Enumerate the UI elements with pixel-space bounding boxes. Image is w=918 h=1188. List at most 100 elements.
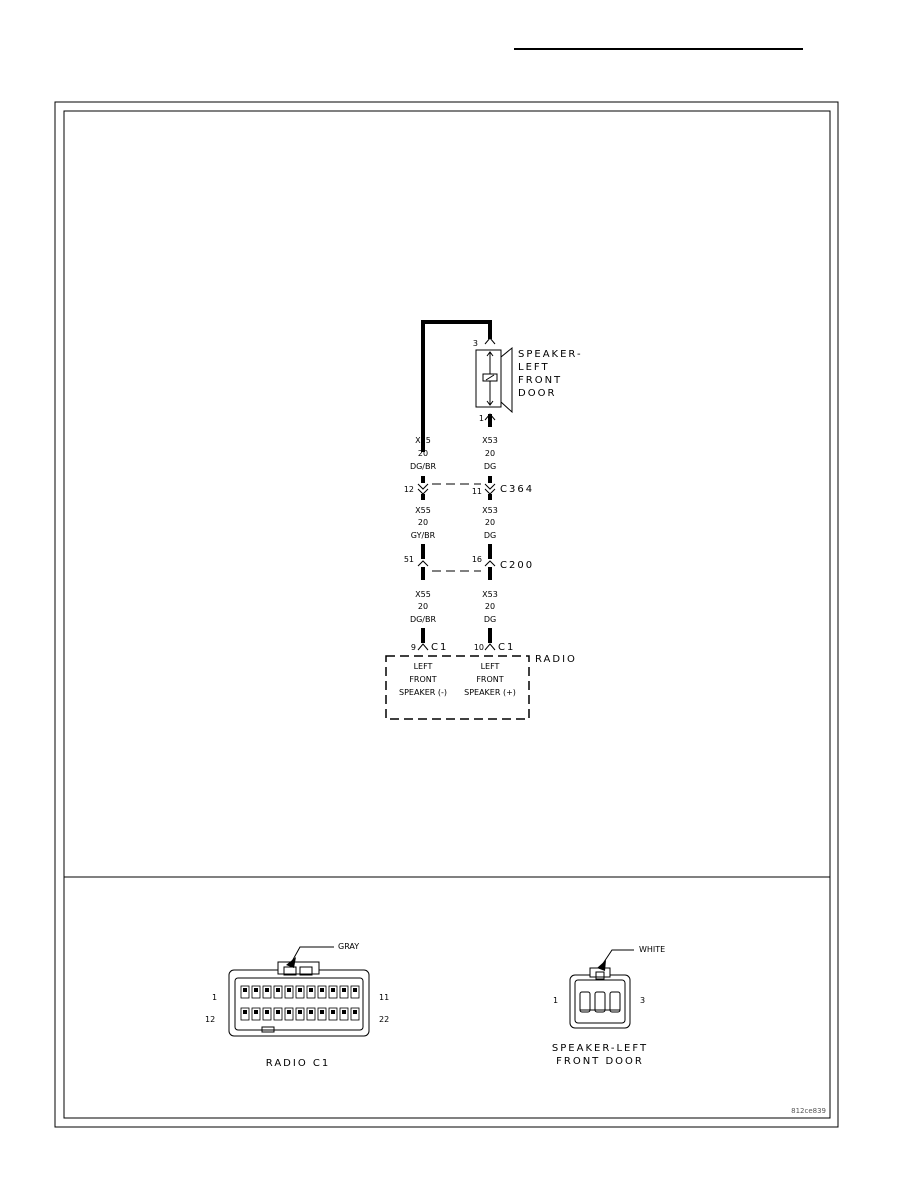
pin-cavity: [273, 1007, 283, 1021]
speaker-connector-view: [569, 967, 631, 1029]
speaker-pin-1: 1: [479, 414, 484, 423]
radio-function-left-line-3: SPEAKER (-): [399, 688, 447, 697]
pin-terminal: [309, 1010, 313, 1014]
wire-label-circuit: X53: [482, 506, 498, 515]
connector-radio-c1-pins: [417, 643, 496, 651]
inner-frame: [63, 110, 831, 1119]
radio-function-right-line-1: LEFT: [481, 662, 500, 671]
speaker-view-pin-1: 1: [553, 996, 558, 1005]
wire-label-color: DG/BR: [410, 462, 437, 471]
wire-label-circuit: X53: [482, 590, 498, 599]
pin-terminal: [243, 1010, 247, 1014]
wire-label-color: DG/BR: [410, 615, 437, 624]
pin-terminal: [265, 988, 269, 992]
pin-terminal: [331, 1010, 335, 1014]
connector-c364: [417, 483, 496, 495]
pin-cavity: [262, 985, 272, 999]
pin-terminal: [254, 1010, 258, 1014]
pin-cavity: [306, 1007, 316, 1021]
speaker-leader-arrow: [597, 960, 606, 971]
radio-c1-pin-1: 1: [212, 993, 217, 1002]
speaker-symbol: [475, 337, 513, 421]
radio-c1-pin-22: 22: [379, 1015, 389, 1024]
wire-label-gauge: 20: [485, 518, 495, 527]
c200-pin-right: 16: [472, 555, 482, 564]
pin-cavity: [350, 985, 360, 999]
wire-label-gauge: 20: [418, 602, 428, 611]
pin-terminal: [243, 988, 247, 992]
pin-terminal: [265, 1010, 269, 1014]
radio-c1-pin-left: 9: [411, 643, 416, 652]
c364-label: C364: [500, 484, 534, 495]
pin-terminal: [342, 988, 346, 992]
wire-label-color: DG: [484, 531, 496, 540]
radio-c1-color-label: GRAY: [338, 942, 359, 951]
radio-c1-caption: RADIO C1: [266, 1058, 330, 1069]
wire-label-gauge: 20: [418, 518, 428, 527]
radio-component-box: [385, 655, 530, 720]
radio-c1-leader-arrow: [286, 957, 296, 968]
pin-terminal: [331, 988, 335, 992]
radio-label: RADIO: [535, 654, 577, 665]
pin-terminal: [320, 1010, 324, 1014]
connector-c200: [417, 560, 496, 572]
wire-label-circuit: X55: [415, 590, 431, 599]
radio-c1-label-right: C1: [498, 642, 515, 653]
speaker-name-line-2: LEFT: [518, 362, 550, 373]
pin-terminal: [287, 988, 291, 992]
wire-label-color: DG: [484, 462, 496, 471]
radio-c1-label-left: C1: [431, 642, 448, 653]
pin-cavity: [317, 1007, 327, 1021]
pin-cavity: [306, 985, 316, 999]
pin-terminal: [298, 1010, 302, 1014]
radio-c1-pin-grid: [240, 985, 360, 1021]
speaker-name-line-3: FRONT: [518, 375, 562, 386]
pin-terminal: [342, 1010, 346, 1014]
pin-cavity: [273, 985, 283, 999]
pin-cavity: [262, 1007, 272, 1021]
pin-cavity: [317, 985, 327, 999]
pin-terminal: [287, 1010, 291, 1014]
wire-label-circuit: X55: [415, 506, 431, 515]
wire-label-gauge: 20: [485, 602, 495, 611]
pin-cavity: [350, 1007, 360, 1021]
speaker-pin-3: 3: [473, 339, 478, 348]
wire-label-color: DG: [484, 615, 496, 624]
pin-terminal: [254, 988, 258, 992]
wire-label-color: GY/BR: [411, 531, 436, 540]
radio-c1-color-leader: [289, 946, 334, 966]
radio-function-right-line-3: SPEAKER (+): [464, 688, 516, 697]
wire-label-gauge: 20: [418, 449, 428, 458]
speaker-color-label: WHITE: [639, 945, 665, 954]
pin-cavity: [295, 1007, 305, 1021]
radio-c1-pin-right: 10: [474, 643, 484, 652]
radio-function-left-line-2: FRONT: [409, 675, 436, 684]
radio-c1-pin-12: 12: [205, 1015, 215, 1024]
c200-pin-left: 51: [404, 555, 414, 564]
radio-c1-pin-11: 11: [379, 993, 389, 1002]
pin-cavity: [339, 985, 349, 999]
speaker-name-line-4: DOOR: [518, 388, 556, 399]
wire-x55: [421, 320, 492, 643]
figure-id: 812ce839: [791, 1107, 826, 1115]
speaker-name-line-1: SPEAKER-: [518, 349, 583, 360]
outer-frame: [54, 101, 839, 1128]
pin-terminal: [276, 988, 280, 992]
pin-cavity: [251, 1007, 261, 1021]
pin-cavity: [240, 1007, 250, 1021]
pin-terminal: [309, 988, 313, 992]
pin-cavity: [295, 985, 305, 999]
pin-cavity: [284, 1007, 294, 1021]
c364-pin-right: 11: [472, 487, 482, 496]
c200-label: C200: [500, 560, 534, 571]
pin-terminal: [353, 1010, 357, 1014]
radio-function-left-line-1: LEFT: [414, 662, 433, 671]
pin-cavity: [284, 985, 294, 999]
pin-terminal: [320, 988, 324, 992]
pin-cavity: [251, 985, 261, 999]
speaker-view-pin-3: 3: [640, 996, 645, 1005]
radio-function-right-line-2: FRONT: [476, 675, 503, 684]
pin-cavity: [328, 1007, 338, 1021]
pin-terminal: [298, 988, 302, 992]
